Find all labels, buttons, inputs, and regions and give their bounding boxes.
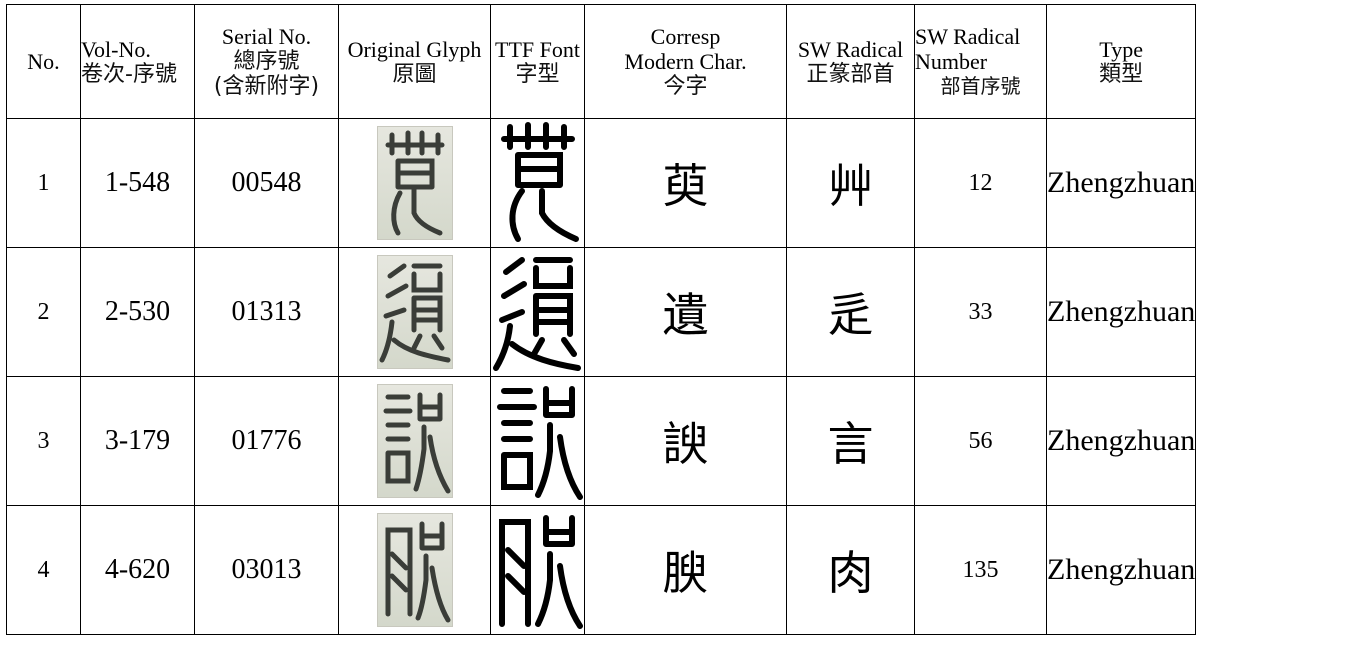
header-radical-en: SW Radical [797,36,904,62]
original-glyph-image [376,126,453,240]
cell-radical: 言 [786,376,915,506]
header-radical-number-en: SW Radical [915,24,1021,49]
cell-no: 4 [6,505,81,635]
header-modern-zh: 今字 [663,74,708,99]
cell-radical: 艸 [786,118,915,248]
cell-radical: 辵 [786,247,915,377]
header-original-zh: 原圖 [392,61,437,87]
header-serial-zh: 總序號 [233,49,300,74]
cell-radical-number: 135 [914,505,1047,635]
table-row: 2 2-530 01313 遺 辵 33 Zhengzhua [6,247,1197,377]
cell-modern-char: 腴 [584,505,787,635]
header-no: No. [6,4,81,119]
cell-radical-number: 56 [914,376,1047,506]
header-vol-zh: 卷次-序號 [81,61,177,87]
cell-radical-number: 33 [914,247,1047,377]
cell-vol: 2-530 [80,247,195,377]
cell-original-glyph [338,118,491,248]
cell-serial: 01313 [194,247,339,377]
table-row: 3 3-179 01776 諛 言 56 Zhengzhua [6,376,1197,506]
cell-ttf-font [490,505,585,635]
header-original-en: Original Glyph [347,36,482,62]
cell-ttf-font [490,118,585,248]
cell-vol: 3-179 [80,376,195,506]
header-modern-en2: Modern Char. [624,49,747,74]
original-glyph-image [376,384,453,498]
cell-type: Zhengzhuan [1045,505,1197,635]
cell-original-glyph [338,505,491,635]
cell-ttf-font [490,376,585,506]
cell-type: Zhengzhuan [1045,118,1197,248]
header-radical-number-en2: Number [915,49,988,74]
header-ttf-en: TTF Font [495,36,580,62]
cell-no: 3 [6,376,81,506]
table-row: 1 1-548 00548 萸 艸 [6,118,1197,248]
header-serial-en: Serial No. [221,24,312,49]
cell-ttf-font [490,247,585,377]
header-vol: Vol-No. 卷次-序號 [80,4,195,119]
cell-vol: 1-548 [80,118,195,248]
cell-serial: 03013 [194,505,339,635]
header-serial-zh2: (含新附字) [213,74,320,99]
cell-modern-char: 諛 [584,376,787,506]
cell-original-glyph [338,247,491,377]
cell-vol: 4-620 [80,505,195,635]
cell-type: Zhengzhuan [1045,247,1197,377]
glyph-table: No. Vol-No. 卷次-序號 Serial No. 總序號 (含新附字) … [6,4,1197,635]
header-modern: Corresp Modern Char. 今字 [584,4,787,119]
header-serial: Serial No. 總序號 (含新附字) [194,4,339,119]
header-no-en: No. [27,49,60,74]
cell-radical-number: 12 [914,118,1047,248]
original-glyph-image [376,513,453,627]
header-type-en: Type [1099,36,1143,62]
header-radical-number: SW Radical Number 部首序號 [914,4,1047,119]
cell-serial: 00548 [194,118,339,248]
cell-modern-char: 萸 [584,118,787,248]
ttf-glyph-image [496,386,583,500]
cell-type: Zhengzhuan [1045,376,1197,506]
header-ttf: TTF Font 字型 [490,4,585,119]
ttf-glyph-image [492,257,581,371]
ttf-glyph-image [498,515,583,629]
header-type: Type 類型 [1045,4,1197,119]
header-modern-en: Corresp [650,24,721,49]
header-ttf-zh: 字型 [515,61,560,87]
header-row: No. Vol-No. 卷次-序號 Serial No. 總序號 (含新附字) … [6,4,1197,119]
header-original: Original Glyph 原圖 [338,4,491,119]
ttf-glyph-image [500,122,579,242]
header-vol-en: Vol-No. [81,36,151,62]
cell-no: 1 [6,118,81,248]
cell-serial: 01776 [194,376,339,506]
header-radical-zh: 正篆部首 [806,61,895,87]
cell-modern-char: 遺 [584,247,787,377]
header-radical-number-zh: 部首序號 [940,74,1021,98]
original-glyph-image [376,255,453,369]
cell-original-glyph [338,376,491,506]
header-type-zh: 類型 [1099,61,1144,87]
cell-radical: 肉 [786,505,915,635]
table-row: 4 4-620 03013 腴 肉 135 Zhengzhu [6,505,1197,635]
cell-no: 2 [6,247,81,377]
header-radical: SW Radical 正篆部首 [786,4,915,119]
